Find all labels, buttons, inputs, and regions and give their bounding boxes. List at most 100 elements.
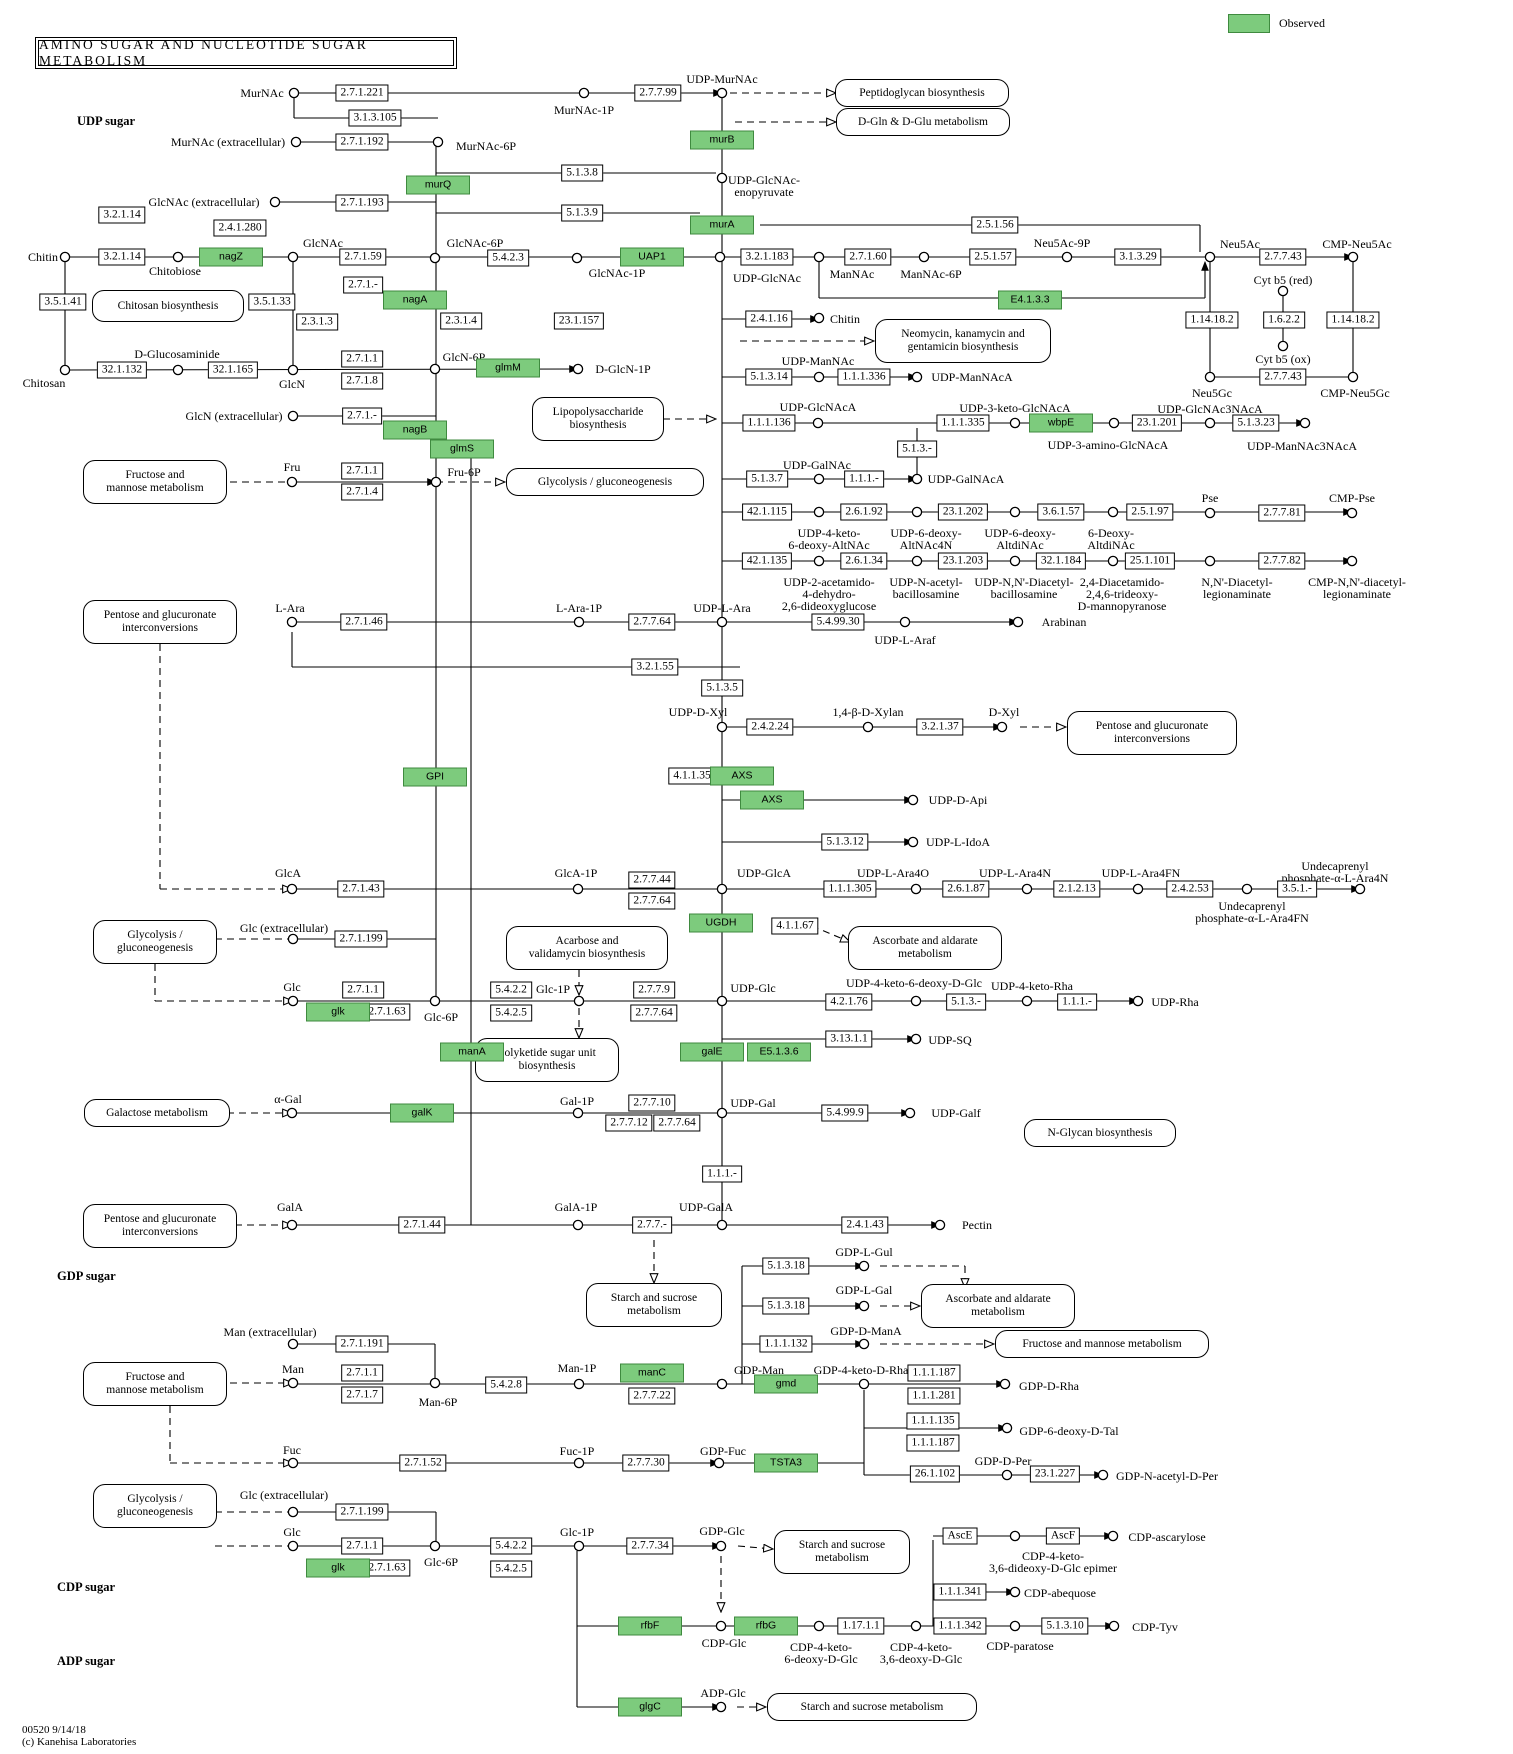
enzyme-box[interactable]: 2.7.7.- [632,1216,672,1234]
enzyme-box[interactable]: 1.1.1.187 [906,1434,960,1452]
compound-node[interactable] [911,371,923,383]
gene-box[interactable]: nagZ [199,247,263,267]
pathway-box[interactable]: Pentose and glucuronate interconversions [1067,711,1237,755]
compound-node[interactable] [1021,995,1033,1007]
compound-node[interactable] [1204,555,1216,567]
compound-node[interactable] [1204,507,1216,519]
enzyme-box[interactable]: 1.1.1.- [844,470,884,488]
gene-box[interactable]: E5.1.3.6 [747,1042,811,1062]
compound-node[interactable] [1061,251,1073,263]
enzyme-box[interactable]: 3.2.1.14 [98,206,146,224]
enzyme-box[interactable]: 2.7.1.1 [341,1537,383,1555]
compound-node[interactable] [1346,555,1358,567]
pathway-box[interactable]: Starch and sucrose metabolism [586,1283,722,1327]
enzyme-box[interactable]: 5.1.3.- [897,440,937,458]
compound-node[interactable] [910,1033,922,1045]
compound-node[interactable] [1347,251,1359,263]
enzyme-box[interactable]: 1.14.18.2 [1185,311,1239,329]
compound-node[interactable] [716,172,728,184]
enzyme-box[interactable]: 2.7.1.1 [341,462,383,480]
enzyme-box[interactable]: 1.1.1.135 [906,1412,960,1430]
enzyme-box[interactable]: 2.7.7.64 [628,613,676,631]
compound-node[interactable] [1107,506,1119,518]
enzyme-box[interactable]: 2.7.7.30 [622,1454,670,1472]
gene-box[interactable]: murA [690,215,754,235]
enzyme-box[interactable]: 1.1.1.132 [759,1335,813,1353]
enzyme-box[interactable]: 5.1.3.9 [561,204,603,222]
enzyme-box[interactable]: 2.7.7.22 [628,1387,676,1405]
enzyme-box[interactable]: 1.1.1.- [1057,993,1097,1011]
pathway-box[interactable]: Starch and sucrose metabolism [774,1530,910,1574]
enzyme-box[interactable]: 2.1.2.13 [1053,880,1101,898]
gene-box[interactable]: gmd [754,1374,818,1394]
compound-node[interactable] [571,252,583,264]
compound-node[interactable] [1009,1586,1021,1598]
compound-node[interactable] [716,1107,728,1119]
compound-node[interactable] [287,410,299,422]
compound-node[interactable] [910,995,922,1007]
enzyme-box[interactable]: 2.7.7.64 [628,892,676,910]
compound-node[interactable] [714,251,726,263]
enzyme-box[interactable]: 2.7.1.- [342,407,382,425]
enzyme-box[interactable]: 2.4.1.280 [213,219,267,237]
compound-node[interactable] [286,1107,298,1119]
compound-node[interactable] [1108,417,1120,429]
gene-box[interactable]: TSTA3 [754,1453,818,1473]
pathway-box[interactable]: Neomycin, kanamycin and gentamicin biosy… [875,319,1051,363]
compound-node[interactable] [573,1540,585,1552]
compound-node[interactable] [1107,555,1119,567]
pathway-box[interactable]: Ascorbate and aldarate metabolism [921,1284,1075,1328]
enzyme-box[interactable]: 2.7.1.199 [334,930,388,948]
enzyme-box[interactable]: 5.1.3.10 [1041,1617,1089,1635]
compound-node[interactable] [911,506,923,518]
compound-node[interactable] [429,1540,441,1552]
compound-node[interactable] [572,1107,584,1119]
enzyme-box[interactable]: 23.1.157 [553,312,605,330]
enzyme-box[interactable]: 23.1.202 [937,503,989,521]
pathway-box[interactable]: Acarbose and validamycin biosynthesis [506,926,668,970]
enzyme-box[interactable]: 5.1.3.7 [746,470,788,488]
compound-node[interactable] [1012,616,1024,628]
compound-node[interactable] [716,1219,728,1231]
compound-node[interactable] [813,506,825,518]
compound-node[interactable] [1009,1620,1021,1632]
enzyme-box[interactable]: 2.7.1.199 [335,1503,389,1521]
pathway-box[interactable]: N-Glycan biosynthesis [1024,1119,1176,1147]
enzyme-box[interactable]: 3.2.1.55 [631,658,679,676]
compound-node[interactable] [907,836,919,848]
enzyme-box[interactable]: 4.2.1.76 [825,993,873,1011]
enzyme-box[interactable]: 2.7.7.12 [605,1114,653,1132]
compound-node[interactable] [1204,251,1216,263]
pathway-box[interactable]: Glycolysis / gluconeogenesis [506,468,704,496]
compound-node[interactable] [716,1378,728,1390]
compound-node[interactable] [573,1378,585,1390]
enzyme-box[interactable]: 3.13.1.1 [825,1030,873,1048]
pathway-box[interactable]: D-Gln & D-Glu metabolism [836,108,1010,136]
compound-node[interactable] [429,1377,441,1389]
enzyme-box[interactable]: 5.4.2.2 [490,1537,532,1555]
compound-node[interactable] [573,995,585,1007]
enzyme-box[interactable]: 2.4.1.43 [841,1216,889,1234]
pathway-box[interactable]: Ascorbate and aldarate metabolism [848,926,1002,970]
enzyme-box[interactable]: 3.2.1.14 [98,248,146,266]
compound-node[interactable] [715,1701,727,1713]
enzyme-box[interactable]: 5.1.3.18 [762,1257,810,1275]
pathway-box[interactable]: Chitosan biosynthesis [92,290,244,322]
compound-node[interactable] [287,1457,299,1469]
compound-node[interactable] [858,1338,870,1350]
enzyme-box[interactable]: 1.1.1.187 [907,1364,961,1382]
compound-node[interactable] [716,995,728,1007]
compound-node[interactable] [1277,340,1289,352]
enzyme-box[interactable]: 32.1.184 [1035,552,1087,570]
gene-box[interactable]: manC [620,1363,684,1383]
compound-node[interactable] [1009,417,1021,429]
compound-node[interactable] [716,87,728,99]
compound-node[interactable] [572,883,584,895]
compound-node[interactable] [286,616,298,628]
compound-node[interactable] [172,251,184,263]
enzyme-box[interactable]: 2.7.7.10 [628,1094,676,1112]
pathway-box[interactable]: Glycolysis / gluconeogenesis [93,920,217,964]
enzyme-box[interactable]: 2.3.1.3 [296,313,338,331]
pathway-box[interactable]: Fructose and mannose metabolism [995,1330,1209,1358]
compound-node[interactable] [269,196,281,208]
